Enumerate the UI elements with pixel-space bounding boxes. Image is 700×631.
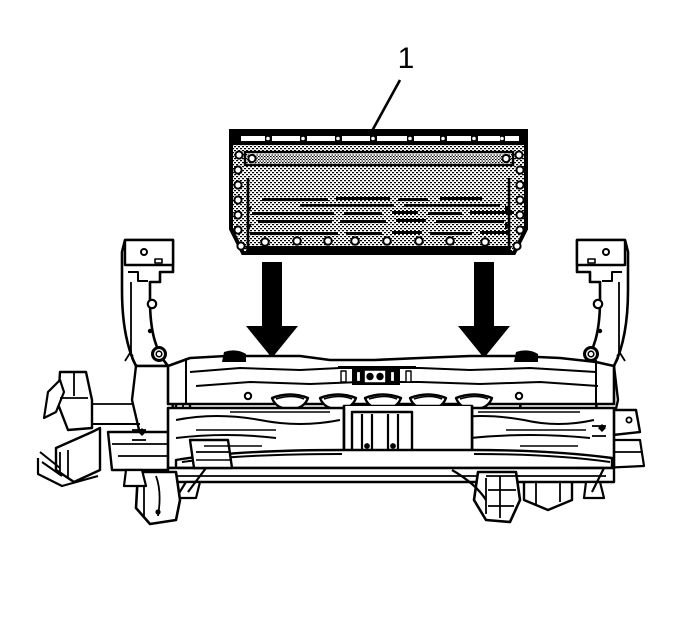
install-arrow-right-shape [458,262,510,358]
rail-cap-left [222,350,246,362]
install-arrow-right [458,262,510,358]
bumper-bar [174,448,614,470]
hood-latch [338,366,416,385]
panel-interior-detail [233,133,524,251]
panel-top-rail-rivets [266,136,504,141]
panel-slot-row-3 [258,219,504,223]
panel-upper-channel [243,150,515,167]
left-far-arm [188,438,234,470]
panel-slot-row-1 [262,197,500,207]
callout-1-label: 1 [398,42,415,75]
left-pillar [120,238,175,369]
left-leg-hole [155,509,161,515]
callout-1-leader-line [370,79,402,132]
panel-outline [229,129,528,255]
front-end-upper-panel [229,129,528,255]
install-arrow-left-shape [246,262,298,358]
panel-notch-left-b [246,224,252,229]
rail-hole-left [243,391,253,401]
panel-notch-right-a [505,205,511,213]
left-pillar-dimple [147,328,153,334]
install-arrow-left [246,262,298,358]
panel-bottom-band [245,246,512,251]
lower-bumper-beam [166,404,616,470]
panel-slot-row-2 [252,211,514,215]
rail-hole-right [514,391,524,401]
left-lower-foot [54,426,102,484]
callout-1: 1 [370,42,415,132]
left-pillar-top-flange [123,238,175,267]
panel-upper-channel-fill [247,154,511,163]
right-pillar-top-flange [575,238,627,267]
radiator-support-frame [36,238,646,526]
panel-channel-hole-right [501,153,511,164]
panel-notch-left-a [246,207,252,212]
right-pillar-hole-mid [592,298,604,310]
beam-inner-hints [204,411,580,447]
upper-cross-rail [166,350,616,411]
panel-slot-row-4 [250,231,510,235]
panel-fastener-holes-bottom [260,236,490,247]
panel-notch-right-b [505,222,511,230]
panel-fastener-holes-left [233,150,246,251]
left-pillar-hole-top [140,248,148,256]
right-pillar-hole-top [602,248,610,256]
panel-channel-hole-left [247,153,257,164]
panel-top-rail-perforations [241,136,519,141]
panel-fastener-holes-right [512,150,525,251]
corner-markings [132,424,606,441]
right-pillar-dimple [597,328,603,334]
rail-cap-right [514,350,538,362]
left-depending-leg [122,468,182,526]
right-depending-leg [472,470,522,524]
left-pillar-hole-mid [146,298,158,310]
